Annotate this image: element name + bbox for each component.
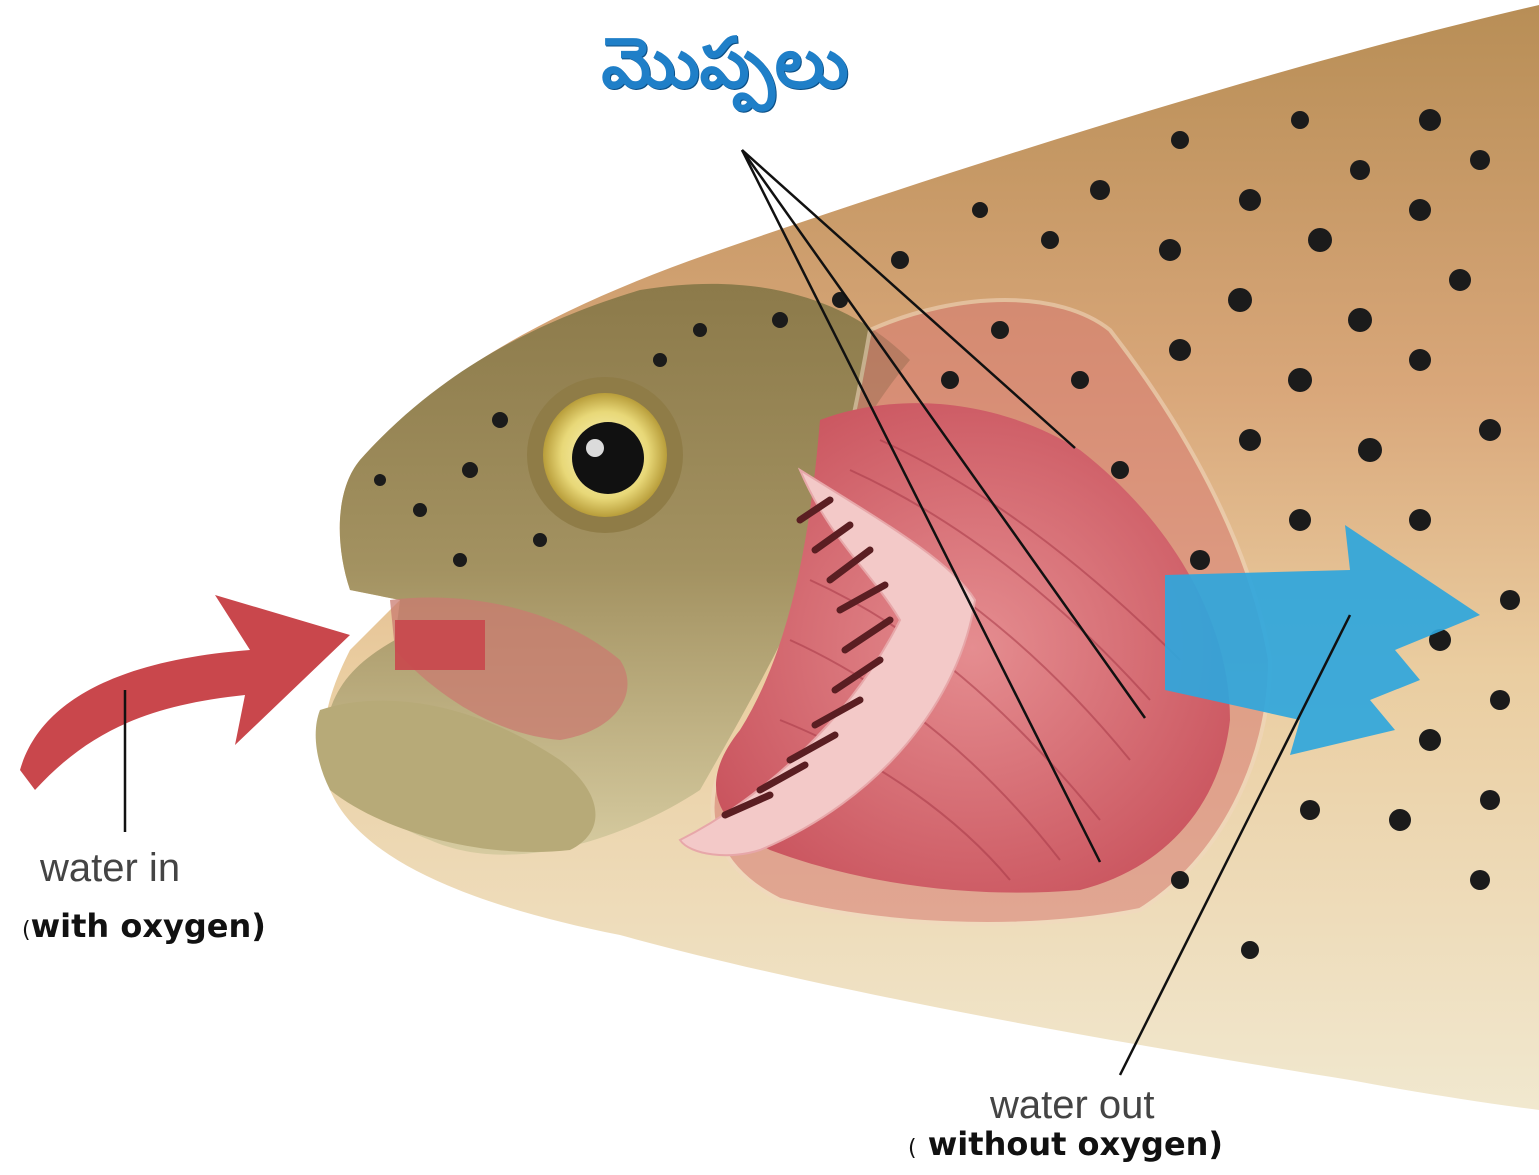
with-oxygen-open-paren: ( xyxy=(22,918,31,943)
without-oxygen-text: without oxygen) xyxy=(928,1125,1223,1163)
with-oxygen-label: (with oxygen) xyxy=(22,910,266,942)
without-oxygen-open-paren: ( xyxy=(908,1136,917,1161)
with-oxygen-text: with oxygen) xyxy=(31,907,266,945)
fish-eye-glint xyxy=(586,439,604,457)
water-in-label: water in xyxy=(40,848,180,888)
water-out-label: water out xyxy=(990,1085,1155,1125)
fish-pupil xyxy=(572,422,644,494)
without-oxygen-label: ( without oxygen) xyxy=(908,1128,1223,1160)
arrow-in-icon xyxy=(20,595,350,790)
gills-title: మొప్పలు xyxy=(555,28,895,98)
arrow-in-tail xyxy=(395,620,485,670)
